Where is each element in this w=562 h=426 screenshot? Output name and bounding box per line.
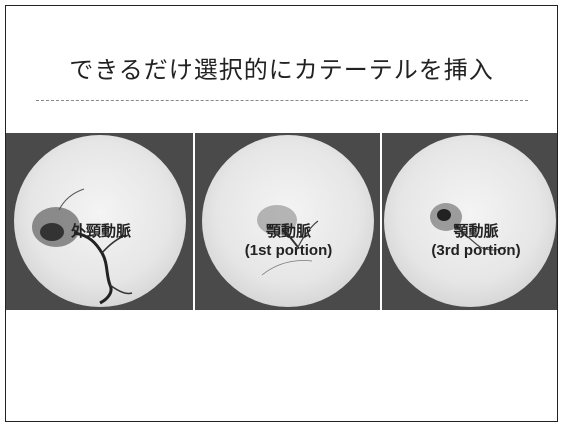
angiogram-disc bbox=[14, 135, 186, 307]
angiogram-image-external-carotid bbox=[6, 133, 193, 310]
angiogram-disc bbox=[202, 135, 374, 307]
angiogram-image-maxillary-3rd bbox=[382, 133, 557, 310]
vessel-drawing bbox=[430, 203, 507, 251]
angiogram-disc bbox=[384, 135, 556, 307]
caption-line2: (3rd portion) bbox=[431, 242, 521, 259]
slide-title: できるだけ選択的にカテーテルを挿入 bbox=[69, 56, 494, 84]
caption-external-carotid: 外頸動脈 bbox=[36, 222, 166, 241]
caption-maxillary-1st: 顎動脈 (1st portion) bbox=[211, 222, 366, 260]
caption-maxillary-3rd: 顎動脈 (3rd portion) bbox=[401, 222, 551, 260]
vessel-drawing bbox=[257, 205, 319, 276]
caption-line2: (1st portion) bbox=[244, 242, 333, 259]
angiogram-image-maxillary-1st bbox=[195, 133, 380, 310]
title-divider bbox=[36, 100, 528, 101]
vessel-drawing bbox=[32, 188, 133, 305]
caption-line1: 外頸動脈 bbox=[70, 223, 131, 240]
caption-line1: 顎動脈 bbox=[265, 223, 311, 240]
slide: できるだけ選択的にカテーテルを挿入 bbox=[5, 5, 558, 422]
caption-line1: 顎動脈 bbox=[453, 223, 499, 240]
